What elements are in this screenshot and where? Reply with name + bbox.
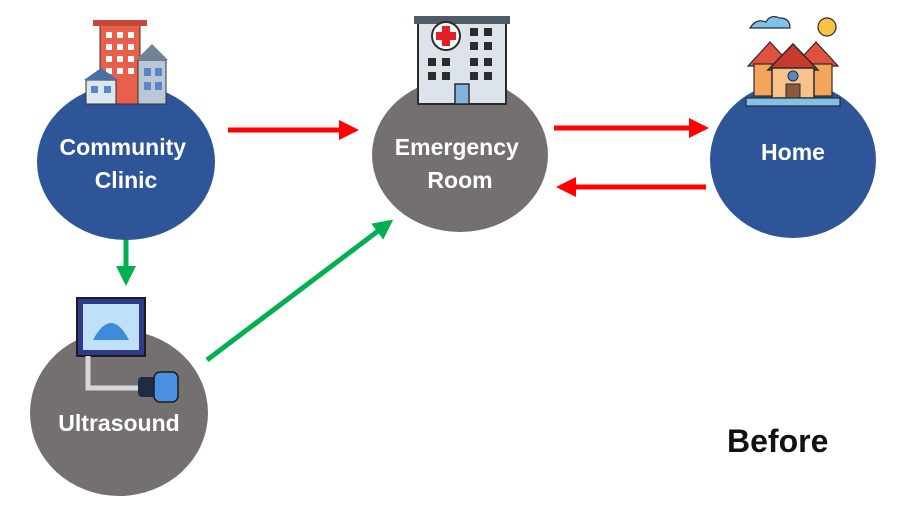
community-clinic-circle (37, 84, 215, 240)
ultrasound-machine-icon (76, 297, 179, 403)
svg-text:Emergency Room: Emergency Room (395, 134, 525, 193)
community-clinic-label-line2: Clinic (95, 167, 158, 193)
node-home: Home (710, 82, 876, 238)
node-community-clinic: Community Clinic (37, 84, 215, 240)
arrow-ultrasound-to-er (205, 219, 394, 362)
houses-icon (745, 16, 841, 107)
svg-text:Community Clinic: Community Clinic (60, 134, 193, 193)
before-caption: Before (727, 423, 828, 459)
city-buildings-icon (84, 20, 168, 105)
emergency-room-label-line2: Room (427, 167, 492, 193)
node-emergency-room: Emergency Room (372, 78, 548, 232)
emergency-room-circle (372, 78, 548, 232)
hospital-building-icon (414, 16, 510, 105)
ultrasound-label: Ultrasound (58, 410, 179, 436)
emergency-room-label-line1: Emergency (395, 134, 519, 160)
home-label: Home (761, 139, 825, 165)
home-circle (710, 82, 876, 238)
community-clinic-label-line1: Community (60, 134, 187, 160)
